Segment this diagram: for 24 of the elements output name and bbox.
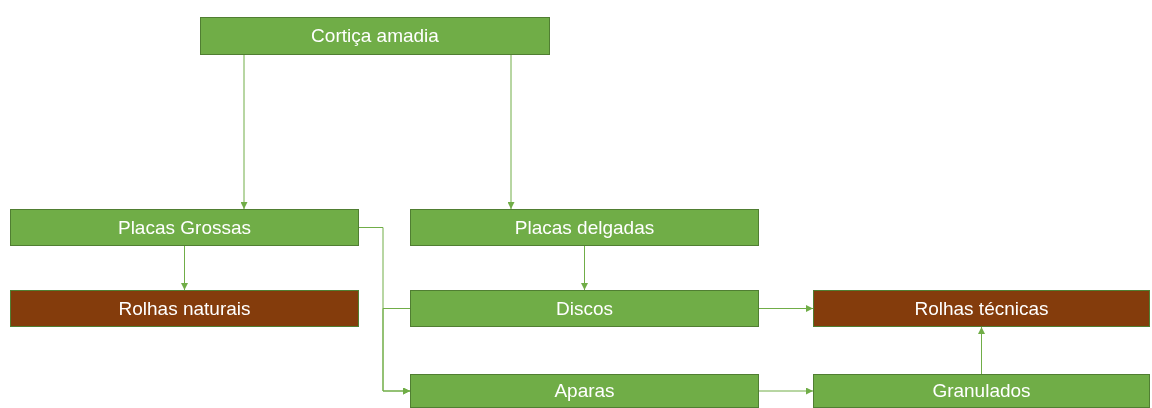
process-box (410, 374, 759, 408)
node-label: Cortiça amadia (311, 25, 439, 47)
arrow (581, 245, 588, 291)
node-label: Discos (556, 297, 613, 320)
node-label: Placas delgadas (514, 216, 655, 239)
process-box (10, 209, 359, 246)
node-label: Placas Grossas (117, 216, 251, 239)
process-box (813, 290, 1150, 327)
process-box (10, 290, 359, 327)
arrow (181, 245, 188, 291)
node-label: Granulados (932, 380, 1031, 402)
process-box (410, 209, 759, 246)
arrow (382, 308, 411, 395)
process-box (200, 17, 550, 55)
node-label: Aparas (554, 380, 615, 402)
arrow (507, 54, 515, 210)
arrow (240, 54, 248, 210)
arrow (758, 387, 814, 395)
process-box (410, 290, 759, 327)
arrow (978, 326, 985, 375)
node-label: Rolhas técnicas (914, 297, 1049, 320)
node-label: Rolhas naturais (118, 297, 251, 320)
arrow (758, 305, 814, 312)
process-box (813, 374, 1150, 408)
